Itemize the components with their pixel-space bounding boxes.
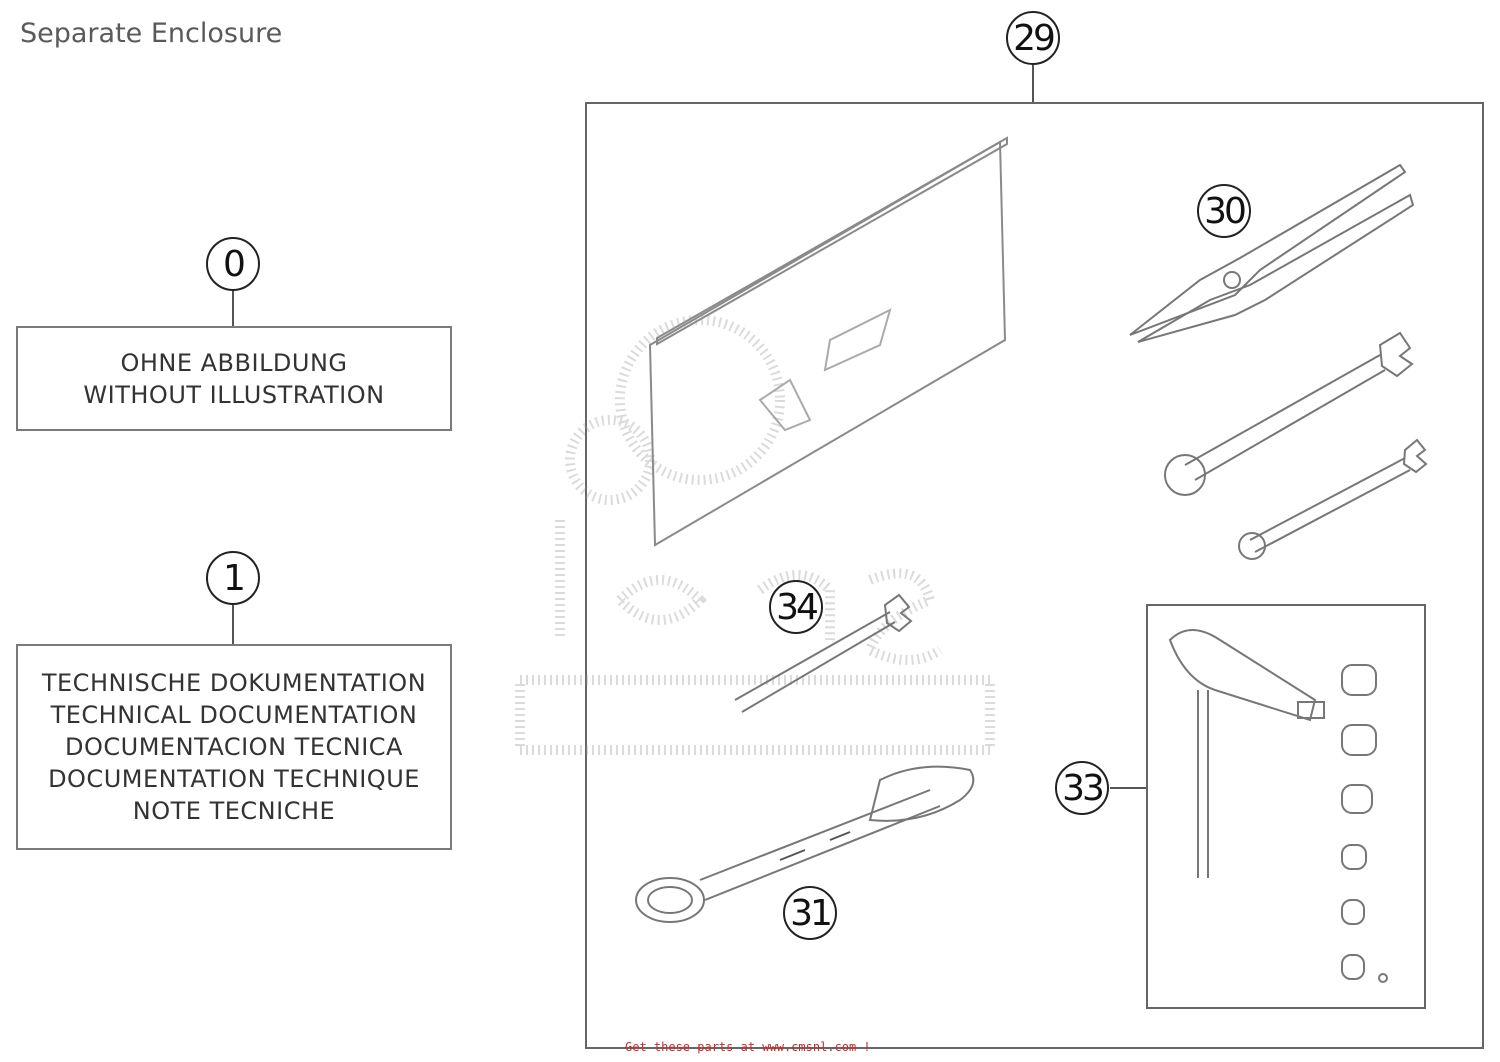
- footer-link[interactable]: Get these parts at www.cmsnl.com !: [625, 1040, 871, 1054]
- note-box-without-illustration: OHNE ABBILDUNG WITHOUT ILLUSTRATION: [16, 326, 452, 431]
- combination-wrenches-illustration: [1164, 331, 1428, 560]
- note-line: OHNE ABBILDUNG: [120, 348, 348, 377]
- callout-30: 30: [1197, 184, 1251, 238]
- manual-booklet-illustration: [648, 136, 1008, 547]
- socket-bits-illustration: [1341, 664, 1388, 983]
- watermark-logo: [515, 315, 995, 755]
- callout-1: 1: [206, 551, 260, 605]
- note-box-technical-documentation: TECHNISCHE DOKUMENTATION TECHNICAL DOCUM…: [16, 644, 452, 850]
- callout-31: 31: [783, 886, 837, 940]
- note-line: TECHNICAL DOCUMENTATION: [50, 701, 418, 729]
- small-wrench-illustration: [734, 593, 913, 713]
- callout-34: 34: [769, 580, 823, 634]
- toolset-frame: [1146, 604, 1426, 1009]
- callout-33: 33: [1055, 761, 1109, 815]
- note-line: TECHNISCHE DOKUMENTATION: [41, 669, 427, 697]
- note-line: WITHOUT ILLUSTRATION: [83, 380, 385, 409]
- note-line: NOTE TECNICHE: [132, 797, 336, 825]
- ring-spanner-illustration: [635, 765, 975, 923]
- note-line: DOCUMENTACION TECNICA: [65, 733, 403, 761]
- page-title: Separate Enclosure: [20, 18, 283, 49]
- t-handle-tool-illustration: [1168, 629, 1325, 878]
- callout-0: 0: [206, 237, 260, 291]
- enclosure-frame: [585, 102, 1484, 1049]
- note-line: DOCUMENTATION TECHNIQUE: [48, 765, 420, 793]
- pliers-illustration: [1129, 163, 1415, 343]
- callout-29: 29: [1006, 11, 1060, 65]
